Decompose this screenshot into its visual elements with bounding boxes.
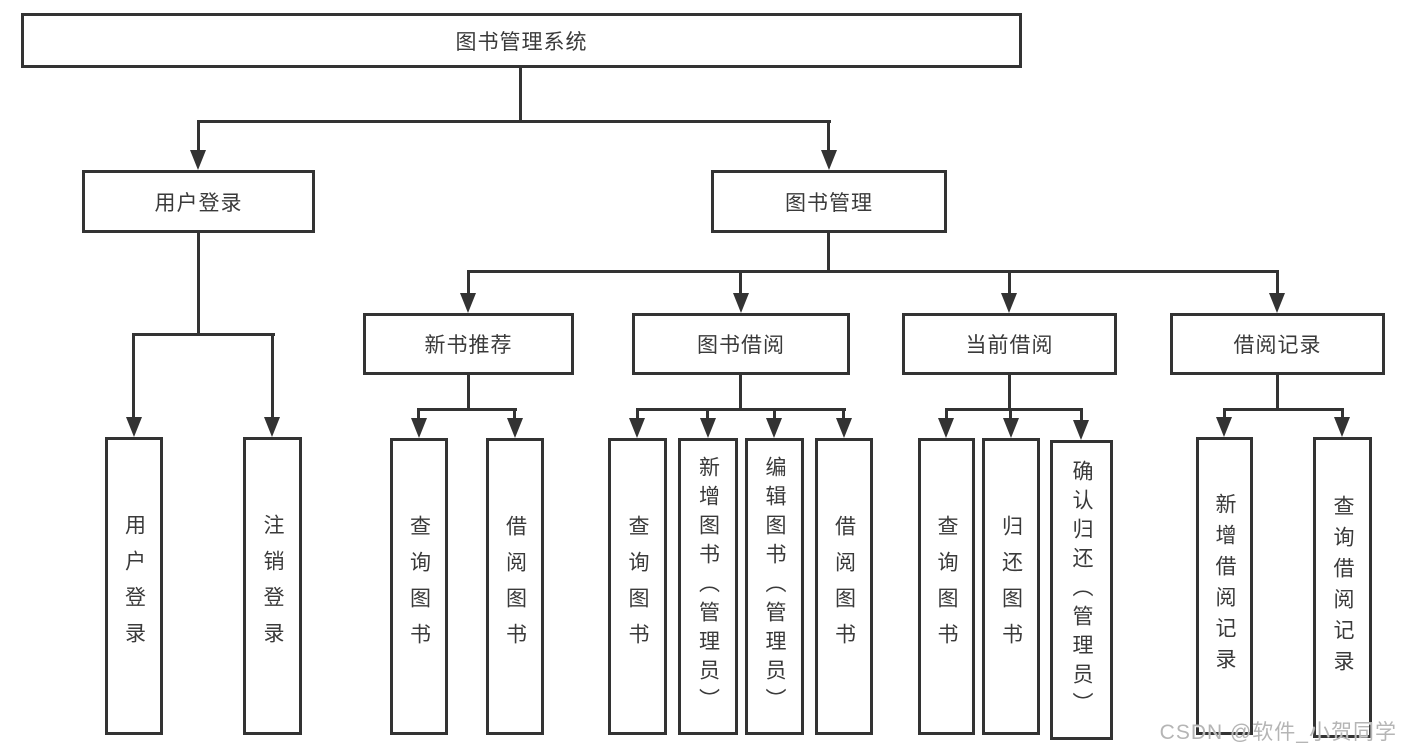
leaf-records-add-record-label: 新增借阅记录 bbox=[1213, 493, 1236, 679]
leaf-current-query-books: 查询图书 bbox=[918, 438, 975, 735]
leaf-borrowing-borrow-books-label: 借阅图书 bbox=[832, 514, 856, 659]
connector-line bbox=[636, 408, 639, 420]
node-book-borrowing-label: 图书借阅 bbox=[697, 334, 785, 357]
node-current-borrowing: 当前借阅 bbox=[902, 313, 1117, 375]
leaf-records-query-record: 查询借阅记录 bbox=[1313, 437, 1372, 738]
node-root-label: 图书管理系统 bbox=[455, 30, 588, 54]
arrow-down-icon bbox=[821, 150, 837, 170]
arrow-down-icon bbox=[264, 417, 280, 437]
connector-line bbox=[1223, 408, 1344, 411]
leaf-logout-label: 注销登录 bbox=[261, 514, 284, 658]
connector-line bbox=[519, 68, 522, 120]
connector-line bbox=[1008, 375, 1011, 408]
connector-line bbox=[1080, 408, 1083, 422]
leaf-recommend-borrow-books: 借阅图书 bbox=[486, 438, 544, 735]
connector-line bbox=[945, 408, 1083, 411]
leaf-recommend-query-books-label: 查询图书 bbox=[407, 514, 431, 659]
arrow-down-icon bbox=[190, 150, 206, 170]
node-new-book-recommend-label: 新书推荐 bbox=[424, 334, 513, 357]
arrow-down-icon bbox=[507, 418, 523, 438]
leaf-user-login: 用户登录 bbox=[105, 437, 163, 735]
connector-line bbox=[827, 233, 830, 270]
leaf-borrowing-borrow-books: 借阅图书 bbox=[815, 438, 873, 735]
connector-line bbox=[945, 408, 948, 420]
connector-line bbox=[1341, 408, 1344, 419]
connector-line bbox=[513, 408, 516, 420]
leaf-current-query-books-label: 查询图书 bbox=[935, 514, 958, 659]
leaf-recommend-query-books: 查询图书 bbox=[390, 438, 448, 735]
leaf-borrowing-edit-books-admin: 编辑图书（管理员） bbox=[745, 438, 804, 735]
connector-line bbox=[1276, 270, 1279, 293]
arrow-down-icon bbox=[1073, 420, 1089, 440]
leaf-records-query-record-label: 查询借阅记录 bbox=[1331, 494, 1354, 681]
arrow-down-icon bbox=[1003, 418, 1019, 438]
connector-line bbox=[842, 408, 845, 420]
arrow-down-icon bbox=[1269, 293, 1285, 313]
arrow-down-icon bbox=[766, 418, 782, 438]
connector-line bbox=[197, 233, 200, 333]
node-root: 图书管理系统 bbox=[21, 13, 1022, 68]
arrow-down-icon bbox=[733, 293, 749, 313]
node-borrow-records: 借阅记录 bbox=[1170, 313, 1385, 375]
node-current-borrowing-label: 当前借阅 bbox=[965, 334, 1054, 357]
arrow-down-icon bbox=[1216, 417, 1232, 437]
connector-line bbox=[271, 333, 274, 417]
connector-line bbox=[467, 270, 1279, 273]
leaf-borrowing-add-books-admin-label: 新增图书（管理员） bbox=[696, 456, 720, 717]
connector-line bbox=[1009, 408, 1012, 420]
connector-line bbox=[706, 408, 709, 420]
leaf-current-confirm-return-admin: 确认归还（管理员） bbox=[1050, 440, 1113, 740]
connector-line bbox=[1008, 270, 1011, 293]
node-book-borrowing: 图书借阅 bbox=[632, 313, 850, 375]
connector-line bbox=[133, 333, 275, 336]
connector-line bbox=[739, 270, 742, 293]
leaf-current-return-books-label: 归还图书 bbox=[999, 514, 1023, 659]
connector-line bbox=[636, 408, 846, 411]
arrow-down-icon bbox=[938, 418, 954, 438]
leaf-user-login-label: 用户登录 bbox=[122, 514, 146, 658]
connector-line bbox=[827, 120, 830, 152]
leaf-recommend-borrow-books-label: 借阅图书 bbox=[503, 514, 527, 659]
leaf-logout: 注销登录 bbox=[243, 437, 302, 735]
connector-line bbox=[1223, 408, 1226, 419]
connector-line bbox=[418, 408, 517, 411]
connector-line bbox=[197, 120, 831, 123]
arrow-down-icon bbox=[411, 418, 427, 438]
connector-line bbox=[467, 375, 470, 408]
connector-line bbox=[739, 375, 742, 408]
arrow-down-icon bbox=[126, 417, 142, 437]
leaf-borrowing-query-books: 查询图书 bbox=[608, 438, 667, 735]
connector-line bbox=[773, 408, 776, 420]
node-user-login: 用户登录 bbox=[82, 170, 315, 233]
node-new-book-recommend: 新书推荐 bbox=[363, 313, 574, 375]
connector-line bbox=[132, 333, 135, 417]
arrow-down-icon bbox=[836, 418, 852, 438]
arrow-down-icon bbox=[1334, 417, 1350, 437]
connector-line bbox=[417, 408, 420, 420]
leaf-borrowing-query-books-label: 查询图书 bbox=[626, 514, 649, 659]
leaf-current-confirm-return-admin-label: 确认归还（管理员） bbox=[1070, 459, 1093, 721]
arrow-down-icon bbox=[629, 418, 645, 438]
leaf-borrowing-edit-books-admin-label: 编辑图书（管理员） bbox=[763, 456, 786, 717]
node-borrow-records-label: 借阅记录 bbox=[1233, 334, 1322, 357]
csdn-watermark: CSDN @软件_小贺同学 bbox=[1159, 721, 1397, 744]
arrow-down-icon bbox=[1001, 293, 1017, 313]
leaf-current-return-books: 归还图书 bbox=[982, 438, 1040, 735]
arrow-down-icon bbox=[700, 418, 716, 438]
connector-line bbox=[197, 120, 200, 152]
node-user-login-label: 用户登录 bbox=[154, 191, 243, 215]
node-book-management: 图书管理 bbox=[711, 170, 947, 233]
node-book-management-label: 图书管理 bbox=[785, 191, 873, 215]
arrow-down-icon bbox=[460, 293, 476, 313]
connector-line bbox=[1276, 375, 1279, 408]
leaf-records-add-record: 新增借阅记录 bbox=[1196, 437, 1253, 735]
leaf-borrowing-add-books-admin: 新增图书（管理员） bbox=[678, 438, 738, 735]
connector-line bbox=[467, 270, 470, 293]
